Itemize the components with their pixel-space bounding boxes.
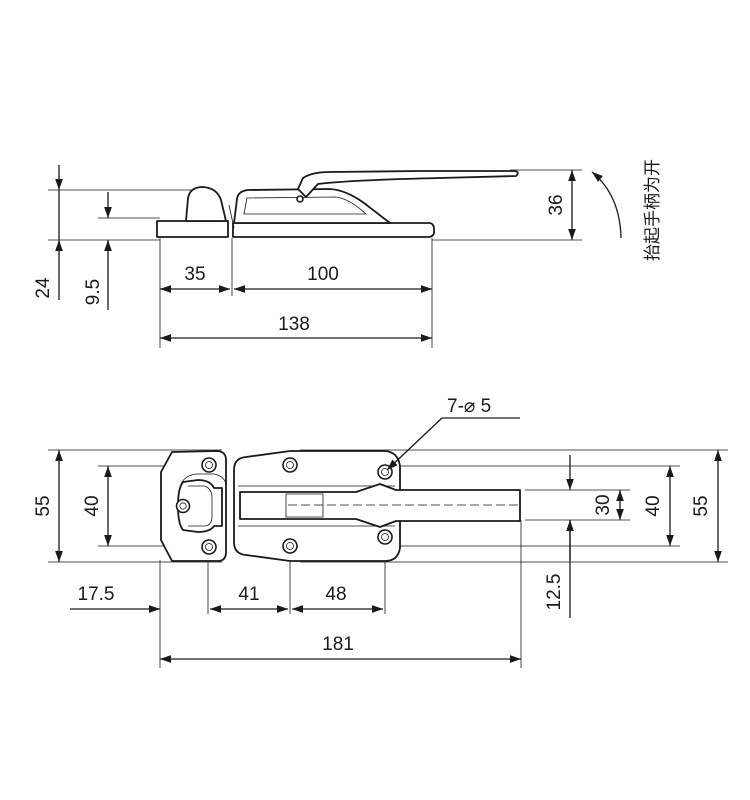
latch-rail-lines [238, 485, 395, 527]
handle-lever [239, 483, 521, 528]
hinge-knuckle [185, 186, 227, 222]
dim-hole-spacing-a: 41 [238, 584, 259, 605]
mounting-hole-icon [282, 538, 298, 554]
dim-handle-offset: 12.5 [544, 574, 565, 611]
latch-base [232, 222, 435, 238]
mounting-hole-inner [381, 468, 389, 476]
mounting-hole-inner [205, 543, 213, 551]
latch-housing [233, 188, 391, 224]
hole-callout: 7-⌀ 5 [447, 396, 491, 417]
dim-total-length-side: 138 [278, 314, 310, 335]
handle-lever [297, 170, 519, 198]
hinge-base [156, 220, 229, 238]
mounting-hole-inner [286, 542, 294, 550]
mounting-hole-inner [179, 502, 187, 510]
mounting-hole-icon [282, 457, 298, 473]
mounting-hole-icon [377, 529, 393, 545]
mounting-hole-inner [286, 461, 294, 469]
dim-left-height-outer: 55 [33, 495, 54, 516]
side-view: 24 9.5 36 35 100 138 抬起手柄为开 [33, 159, 663, 348]
housing-inner-line [243, 196, 368, 215]
mounting-hole-inner [205, 461, 213, 469]
mounting-hole-icon [201, 457, 217, 473]
dim-overall-height: 24 [33, 277, 54, 299]
dim-hole-spacing-b: 48 [325, 584, 346, 605]
dim-left-part-length: 35 [184, 264, 205, 285]
open-instruction-note: 抬起手柄为开 [643, 159, 663, 261]
mounting-hole-inner [381, 533, 389, 541]
rotation-arrow-icon [591, 171, 622, 239]
dim-total-length-top: 181 [322, 634, 354, 655]
hole-callout-leader [386, 417, 443, 471]
dim-right-slot-width: 30 [593, 494, 614, 515]
dim-left-height-inner: 40 [82, 495, 103, 516]
dim-right-part-length: 100 [307, 264, 339, 285]
handle-slot [285, 493, 324, 518]
joint-line [228, 204, 235, 229]
dim-left-offset: 17.5 [78, 584, 115, 605]
mounting-hole-icon [201, 539, 217, 555]
dim-right-height-outer: 55 [691, 495, 712, 516]
top-view: 7-⌀ 5 55 40 30 40 55 12.5 17.5 41 [33, 396, 728, 668]
dim-right-height-inner: 40 [643, 495, 664, 516]
hinge-inner-line [188, 485, 213, 527]
mounting-hole-icon [175, 498, 191, 514]
pivot-pin [296, 195, 304, 203]
dim-base-height: 9.5 [83, 279, 104, 305]
dim-handle-height: 36 [546, 194, 567, 215]
